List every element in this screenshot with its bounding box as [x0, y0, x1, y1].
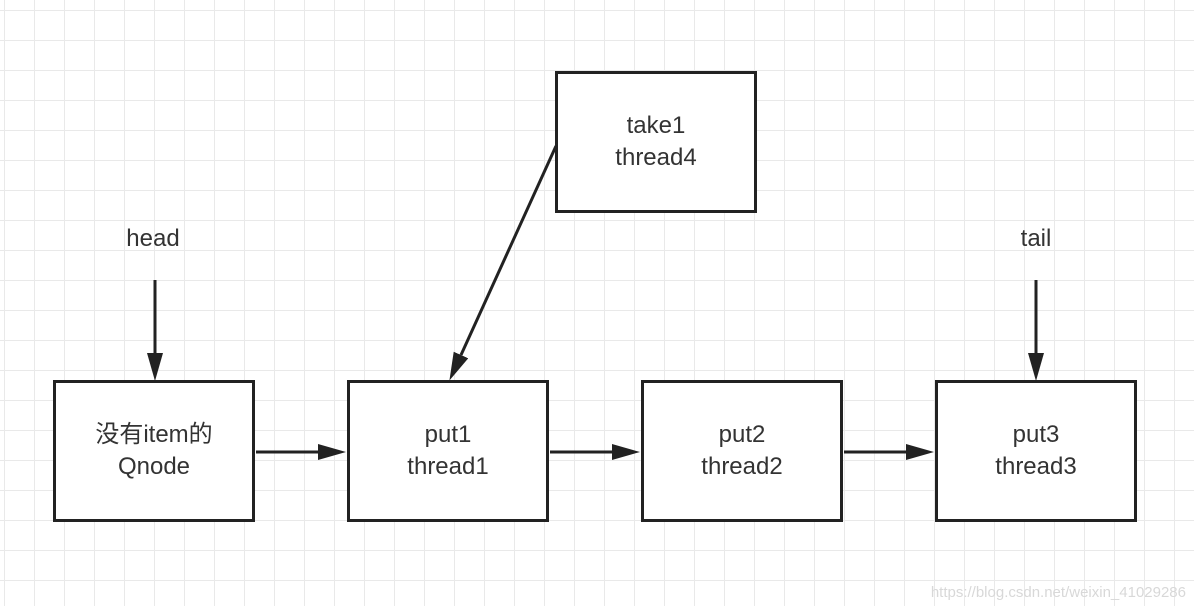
put1-line1: put1: [424, 421, 472, 448]
qnode-box: 没有item的 Qnode: [53, 380, 255, 522]
put3-line1: put3: [1012, 421, 1060, 448]
qnode-line2: Qnode: [117, 453, 191, 480]
watermark-url: https://blog.csdn.net/weixin_41029286: [930, 584, 1186, 601]
qnode-line1: 没有item的: [95, 421, 213, 448]
tail-label: tail: [1020, 225, 1052, 252]
take1-line1: take1: [626, 112, 686, 139]
head-label: head: [126, 225, 180, 252]
put1-box: put1 thread1: [347, 380, 549, 522]
arrow-take1-to-put1: [449, 145, 558, 381]
take1-line2: thread4: [615, 144, 697, 171]
put2-line1: put2: [718, 421, 766, 448]
put2-box: put2 thread2: [641, 380, 843, 522]
put1-line2: thread1: [407, 453, 489, 480]
put2-line2: thread2: [701, 453, 783, 480]
take1-box: take1 thread4: [555, 71, 757, 213]
put3-line2: thread3: [995, 453, 1077, 480]
put3-box: put3 thread3: [935, 380, 1137, 522]
